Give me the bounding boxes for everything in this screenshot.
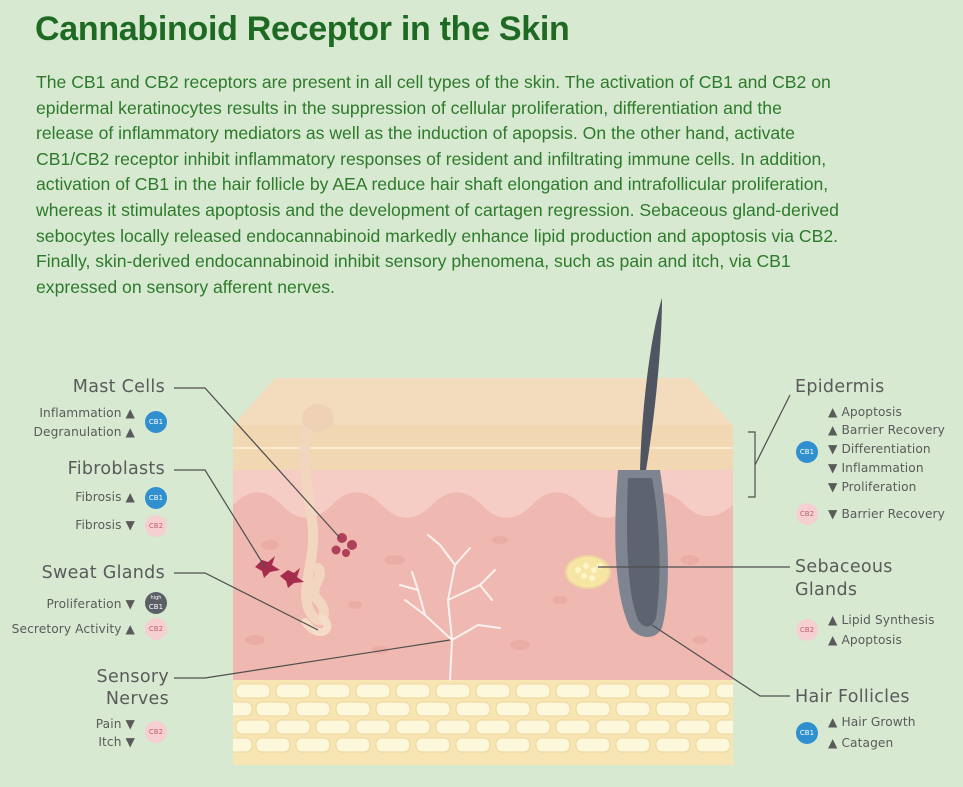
epidermis-effect: ▼ Barrier Recovery [828,507,945,521]
fat-cells [233,683,733,753]
mast-cells-cluster [331,533,357,557]
hair-follicles-title: Hair Follicles [795,687,910,707]
epidermis-effect: ▼ Inflammation [828,461,924,475]
connector-lines [174,387,791,697]
epidermis-title: Epidermis [795,377,885,397]
cb2-badge: CB2 [796,503,818,525]
epidermis-effect: ▼ Proliferation [828,480,917,494]
sweat-glands-effect: Secretory Activity ▲ [11,622,135,636]
badge-high-label: high [150,595,162,601]
cb2-badge: CB2 [145,721,167,743]
papillary-dermis [233,470,733,518]
sensory-nerves-title: Sensory [96,667,169,687]
hair-shaft [640,298,662,470]
hair-follicles-effect: ▲ Catagen [828,736,894,750]
cb1-badge: CB1 [145,411,167,433]
badge-label: CB1 [148,603,164,611]
intro-line: Finally, skin-derived endocannabinoid in… [36,251,791,272]
sebaceous-glands-title: Glands [795,580,858,600]
intro-paragraph: The CB1 and CB2 receptors are present in… [36,70,941,300]
sweat-glands-effect: Proliferation ▼ [46,597,135,611]
cb2-badge: CB2 [796,619,818,641]
epidermis-effect: ▲ Apoptosis [828,405,902,419]
mast-cells-title: Mast Cells [72,377,165,397]
fibroblasts-effect: Fibrosis ▲ [75,490,135,504]
intro-line: release of inflammatory mediators as wel… [36,123,795,144]
cb1-badge: CB1 [145,487,167,509]
hair-follicle [615,298,668,637]
cb1-badge: CB1 [796,441,818,463]
hair-follicles-effect: ▲ Hair Growth [828,715,916,729]
sebaceous-glands-effect: ▲ Apoptosis [828,633,902,647]
epidermis-effect: ▲ Barrier Recovery [828,423,945,437]
sensory-nerve [399,534,501,681]
epidermis-top-surface [233,378,733,425]
fibroblasts-title: Fibroblasts [67,459,165,479]
intro-line: epidermal keratinocytes results in the s… [36,97,782,118]
epidermis-effect: ▼ Differentiation [828,442,931,456]
sensory-nerves-effect: Itch ▼ [98,735,135,749]
dermis-texture [245,536,708,654]
sweat-glands-title: Sweat Glands [41,563,165,583]
sensory-nerves-effect: Pain ▼ [95,717,135,731]
cb1-high-badge: high CB1 [145,592,167,614]
sensory-nerves-title: Nerves [105,689,169,709]
cb2-badge: CB2 [145,515,167,537]
intro-line: The CB1 and CB2 receptors are present in… [36,72,831,92]
fibroblasts-effect: Fibrosis ▼ [75,518,135,532]
sebaceous-glands-effect: ▲ Lipid Synthesis [828,613,935,627]
intro-line: sebocytes locally released endocannabino… [36,225,839,246]
sebaceous-glands-title: Sebaceous [795,557,893,577]
mast-cells-effect: Inflammation ▲ [39,406,135,420]
intro-line: expressed on sensory afferent nerves. [36,276,335,297]
cb2-badge: CB2 [145,618,167,640]
page-title: Cannabinoid Receptor in the Skin [35,10,570,48]
cb1-badge: CB1 [796,722,818,744]
mast-cells-effect: Degranulation ▲ [33,425,135,439]
intro-line: activation of CB1 in the hair follicle b… [36,174,829,195]
intro-line: CB1/CB2 receptor inhibit inflammatory re… [36,148,827,169]
intro-line: whereas it stimulates apoptosis and the … [36,199,839,220]
sebaceous-gland [565,555,611,589]
